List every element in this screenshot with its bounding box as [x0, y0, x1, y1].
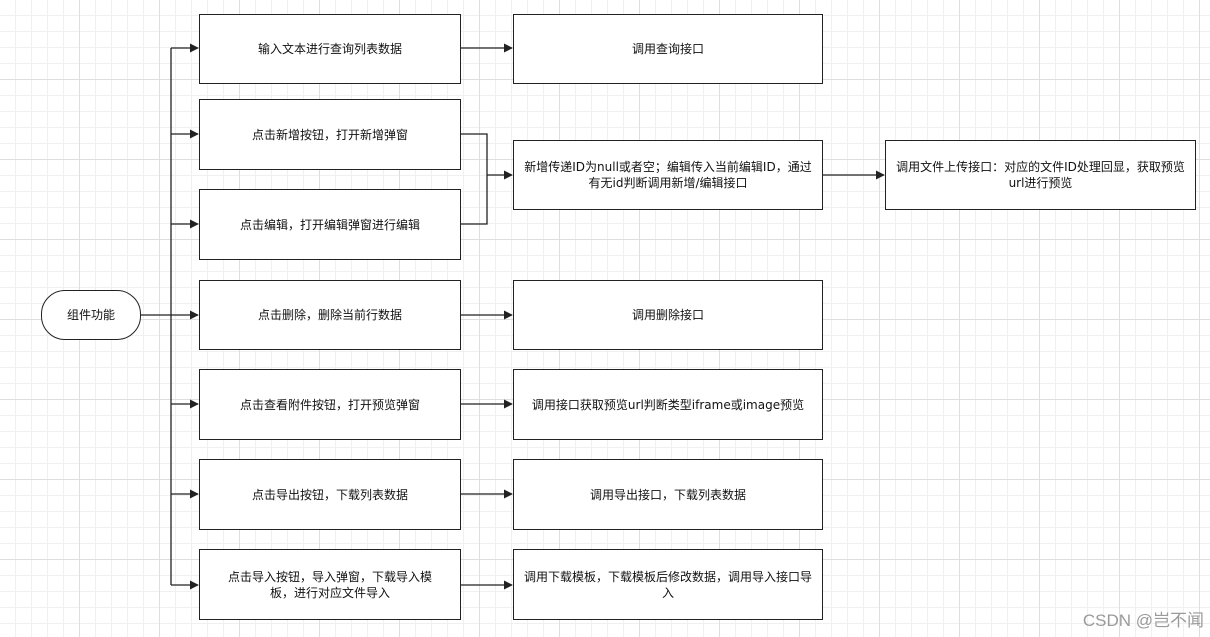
- action-node-view-attachment: 点击查看附件按钮，打开预览弹窗: [199, 369, 461, 440]
- upload-api-node: 调用文件上传接口：对应的文件ID处理回显，获取预览url进行预览: [885, 140, 1196, 210]
- action-node-export: 点击导出按钮，下载列表数据: [199, 459, 461, 530]
- action-node-edit: 点击编辑，打开编辑弹窗进行编辑: [199, 189, 461, 260]
- action-node-add: 点击新增按钮，打开新增弹窗: [199, 99, 461, 170]
- result-node-add-edit-api: 新增传递ID为null或者空；编辑传入当前编辑ID，通过有无id判断调用新增/编…: [513, 140, 823, 210]
- watermark: CSDN @岂不闻: [1082, 611, 1204, 630]
- action-node-search: 输入文本进行查询列表数据: [199, 14, 461, 84]
- result-node-delete-api: 调用删除接口: [513, 280, 823, 350]
- action-node-delete: 点击删除，删除当前行数据: [199, 280, 461, 350]
- action-node-import: 点击导入按钮，导入弹窗，下载导入模板，进行对应文件导入: [199, 549, 461, 620]
- result-node-preview-api: 调用接口获取预览url判断类型iframe或image预览: [513, 369, 823, 440]
- result-node-query-api: 调用查询接口: [513, 14, 823, 84]
- root-node: 组件功能: [41, 290, 141, 340]
- result-node-import-api: 调用下载模板，下载模板后修改数据，调用导入接口导入: [513, 549, 823, 620]
- edge-action-2-bracket: [461, 133, 488, 225]
- result-node-export-api: 调用导出接口，下载列表数据: [513, 459, 823, 530]
